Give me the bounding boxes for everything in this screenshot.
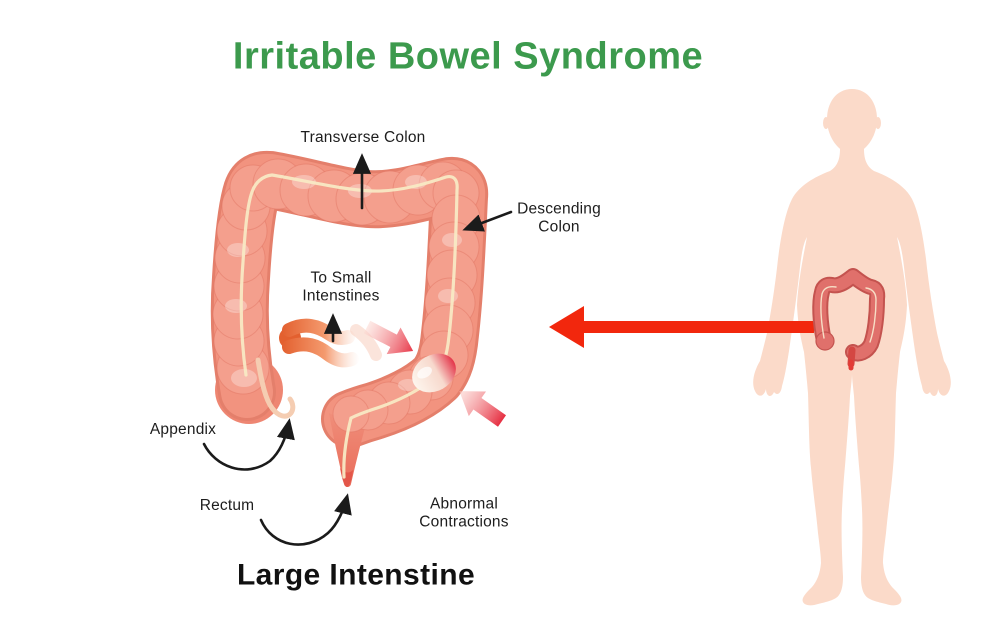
- label-large-intestine: Large Intenstine: [236, 558, 476, 592]
- label-appendix: Appendix: [149, 420, 217, 438]
- ibs-location-arrow-icon: [549, 306, 814, 348]
- small-intestine-stub: [279, 318, 382, 368]
- page-title: Irritable Bowel Syndrome: [232, 35, 704, 78]
- rectum-arrow: [259, 493, 352, 546]
- appendix-arrow: [202, 418, 295, 471]
- colon-illustration: [210, 150, 507, 487]
- taenia-line: [239, 173, 459, 479]
- body-head: [827, 89, 877, 154]
- label-descending-colon: Descending Colon: [517, 200, 601, 236]
- haustra-bumps: [212, 158, 481, 433]
- contraction-arrow-lower-icon: [459, 391, 507, 427]
- label-to-small-intestines: To Small Intenstines: [302, 269, 380, 305]
- contraction-bulge: [412, 353, 456, 393]
- contraction-arrow-upper-icon: [363, 320, 414, 355]
- label-rectum: Rectum: [199, 496, 255, 514]
- label-abnormal-contractions: Abnormal Contractions: [419, 495, 509, 531]
- appendix-shape: [255, 357, 296, 419]
- body-silhouette: [753, 89, 951, 606]
- label-arrows: [202, 153, 513, 546]
- mini-colon: [812, 268, 886, 371]
- descending-colon-arrow: [462, 210, 513, 232]
- label-transverse-colon: Transverse Colon: [300, 128, 426, 146]
